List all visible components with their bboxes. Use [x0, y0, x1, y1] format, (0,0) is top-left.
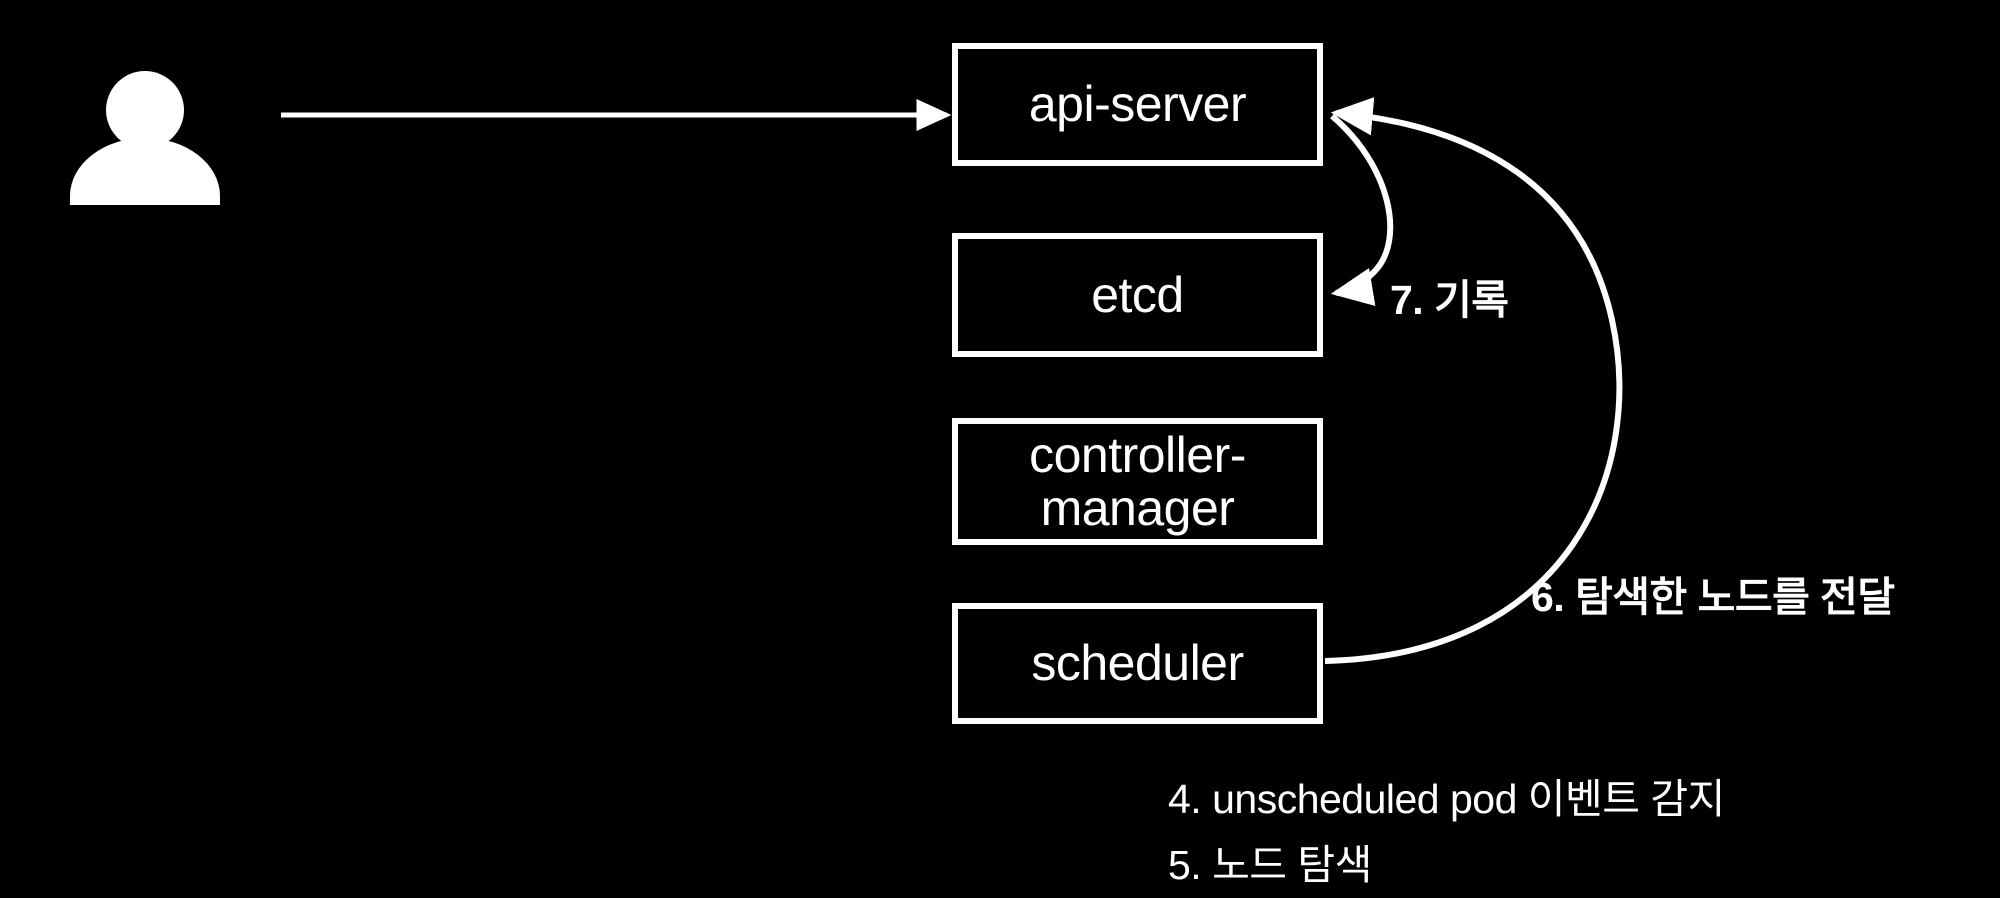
node-controller-manager-label: controller- manager — [1029, 426, 1246, 536]
node-etcd-label: etcd — [1091, 266, 1184, 323]
node-api-server-label: api-server — [1028, 76, 1247, 132]
node-api-server[interactable]: api-server — [952, 43, 1323, 166]
user-person-icon — [70, 71, 220, 205]
edge-label-scheduler-to-api: 6. 탐색한 노드를 전달 — [1531, 574, 1895, 620]
note-step-5: 5. 노드 탐색 — [1168, 842, 1372, 888]
edge-label-api-to-etcd: 7. 기록 — [1390, 277, 1509, 323]
edge-scheduler-to-api-server — [1324, 97, 1623, 664]
edge-api-server-to-etcd — [1330, 113, 1394, 306]
node-controller-manager[interactable]: controller- manager — [952, 418, 1323, 545]
node-scheduler-label: scheduler — [1031, 635, 1244, 691]
node-scheduler[interactable]: scheduler — [952, 603, 1323, 724]
node-etcd[interactable]: etcd — [952, 233, 1323, 357]
note-step-4: 4. unscheduled pod 이벤트 감지 — [1168, 776, 1725, 822]
